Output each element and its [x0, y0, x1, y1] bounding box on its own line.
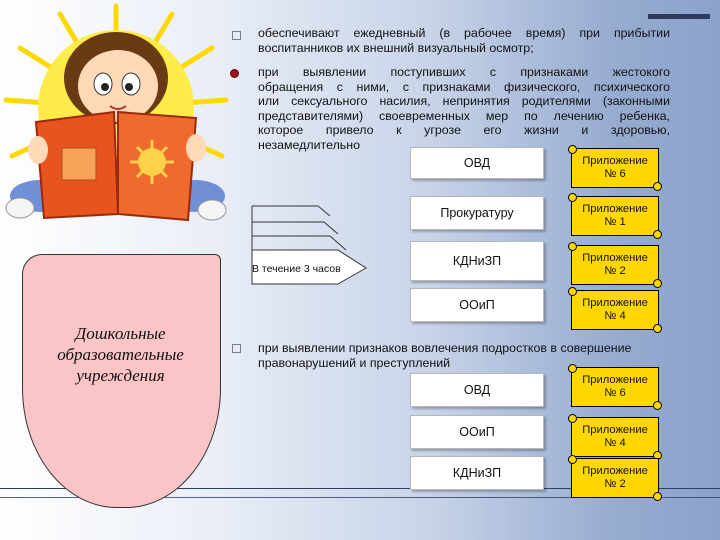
item-offense-signs: при выявлении признаков вовлечения подро…	[258, 341, 632, 370]
top-right-dash	[648, 14, 710, 19]
appendix-number: № 2	[604, 478, 626, 490]
preschool-institutions-label: Дошкольные образовательные учреждения	[57, 324, 184, 385]
text-line: которое привело к угрозе его жизни и здо…	[258, 123, 670, 138]
bullet-square-icon	[232, 31, 241, 40]
appendix-number: № 1	[604, 216, 626, 228]
appendix-title: Приложение	[582, 464, 648, 477]
child-reading-book-illustration	[0, 0, 232, 234]
appendix-title: Приложение	[582, 373, 648, 386]
appendix-number: № 4	[604, 437, 626, 449]
preschool-institutions-shape	[22, 254, 221, 508]
org-box-kdnizp[interactable]: КДНиЗП	[410, 241, 544, 281]
appendix-scroll[interactable]: Приложение № 4	[568, 287, 662, 333]
appendix-scroll[interactable]: Приложение № 1	[568, 193, 662, 239]
org-box-ovd[interactable]: ОВД	[410, 147, 544, 179]
item-daily-inspection: обеспечивают ежедневный (в рабочее время…	[258, 26, 670, 55]
bullet-dot-icon	[230, 69, 239, 78]
text-line: обращения с ними, с признаками физическо…	[258, 79, 670, 94]
arrow-label: В течение 3 часов	[252, 263, 341, 275]
appendix-number: № 4	[604, 310, 626, 322]
org-box-kdnizp[interactable]: КДНиЗП	[410, 456, 544, 490]
appendix-title: Приложение	[582, 423, 648, 436]
org-box-prosecutor[interactable]: Прокуратуру	[410, 196, 544, 230]
bullet-square-icon	[232, 344, 241, 353]
appendix-scroll[interactable]: Приложение № 2	[568, 455, 662, 501]
appendix-title: Приложение	[582, 296, 648, 309]
appendix-title: Приложение	[582, 202, 648, 215]
appendix-title: Приложение	[582, 251, 648, 264]
bottom-rule	[0, 488, 720, 489]
org-box-ooip[interactable]: ООиП	[410, 288, 544, 322]
org-box-ovd[interactable]: ОВД	[410, 373, 544, 407]
appendix-scroll[interactable]: Приложение № 4	[568, 414, 662, 460]
appendix-number: № 6	[604, 168, 626, 180]
org-box-ooip[interactable]: ООиП	[410, 415, 544, 449]
time-arrow-diagram	[250, 200, 375, 285]
appendix-number: № 2	[604, 265, 626, 277]
item-violence-signs: при выявлении поступивших с признаками ж…	[258, 65, 670, 153]
text-line: или сексуального насилия, непринятия род…	[258, 94, 670, 109]
appendix-number: № 6	[604, 387, 626, 399]
bottom-rule-2	[0, 497, 720, 498]
text-line: незамедлительно	[258, 137, 360, 152]
appendix-scroll[interactable]: Приложение № 6	[568, 364, 662, 410]
appendix-scroll[interactable]: Приложение № 6	[568, 145, 662, 191]
text-line: при выявлении поступивших с признаками ж…	[258, 65, 670, 79]
appendix-title: Приложение	[582, 154, 648, 167]
text-line: представителями) своевременных мер по ле…	[258, 108, 670, 123]
appendix-scroll[interactable]: Приложение № 2	[568, 242, 662, 288]
